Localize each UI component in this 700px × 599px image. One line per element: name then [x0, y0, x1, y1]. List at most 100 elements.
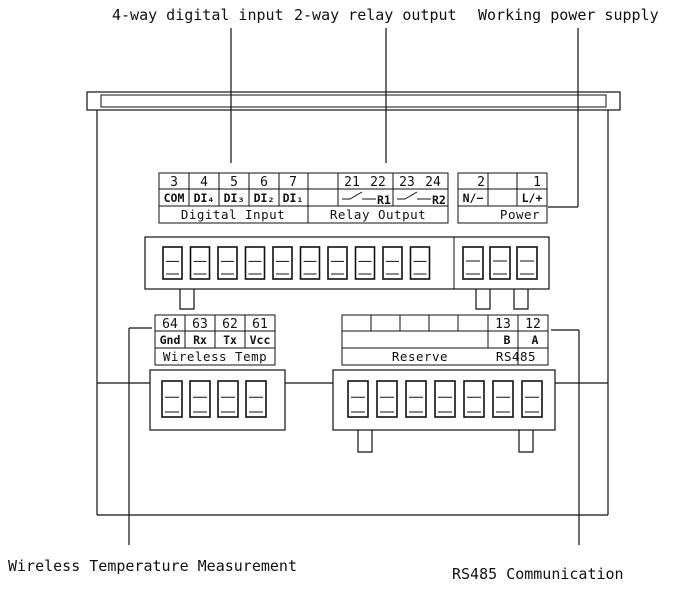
terminal-slot-detail — [386, 260, 399, 275]
wireless-terminal-number: 61 — [252, 317, 268, 332]
di-terminal-label: DI₃ — [224, 191, 245, 205]
terminal-slot-detail — [466, 260, 480, 275]
terminal-slot-detail — [165, 396, 179, 413]
di-terminal-number: 3 — [170, 175, 178, 190]
device-housing — [86, 91, 621, 516]
terminal-slot-detail — [193, 396, 207, 413]
relay-r2-label: R2 — [432, 193, 446, 207]
wireless-terminal-label: Gnd — [160, 333, 181, 347]
callout-relay-output: 2-way relay output — [294, 6, 457, 24]
terminal-slot-detail — [493, 260, 507, 275]
power-terminal-number: 1 — [533, 175, 541, 190]
di-terminal-label: COM — [164, 191, 185, 205]
rs485-terminal-number: 13 — [495, 317, 511, 332]
terminal-slot — [376, 380, 398, 418]
di-terminal-label: DI₄ — [194, 191, 215, 205]
terminal-slot-detail — [221, 396, 235, 413]
rs485-terminal-number: 12 — [525, 317, 541, 332]
terminal-slot — [405, 380, 427, 418]
terminal-slot-detail — [248, 260, 262, 275]
relay-terminal-number: 21 — [344, 175, 360, 190]
terminal-slot-detail — [303, 260, 317, 275]
power-group-label: Power — [500, 207, 540, 222]
di-terminal-label: DI₁ — [283, 191, 304, 205]
di-terminal-number: 7 — [289, 175, 297, 190]
leader-lines — [128, 28, 580, 545]
terminal-slot — [272, 246, 293, 280]
relay-r1-label: R1 — [377, 193, 391, 207]
reserve-label: Reserve — [392, 349, 448, 364]
terminal-slot-detail — [525, 396, 539, 413]
terminal-slot — [327, 246, 348, 280]
power-terminal-label: L/+ — [522, 191, 543, 205]
terminal-slot-detail — [276, 260, 289, 275]
rs485-terminal-label: B — [504, 333, 511, 347]
terminal-slot — [521, 380, 543, 418]
terminal-slot-detail — [351, 396, 365, 413]
rs485-group-label: RS485 — [496, 349, 536, 364]
wireless-terminal-connector — [149, 369, 286, 431]
di-terminal-number: 6 — [260, 175, 268, 190]
terminal-slot — [516, 246, 538, 280]
terminal-slot-detail — [520, 260, 534, 275]
terminal-slot-detail — [409, 396, 423, 413]
wireless-group-label: Wireless Temp — [163, 349, 267, 364]
terminal-slot — [244, 246, 266, 280]
callout-digital-input: 4-way digital input — [112, 6, 284, 24]
di-terminal-number: 4 — [200, 175, 208, 190]
terminal-slot — [189, 380, 211, 418]
wireless-terminal-label: Tx — [223, 333, 237, 347]
callout-power-supply: Working power supply — [478, 6, 659, 24]
wireless-temp-block: 64 63 62 61 Gnd Rx Tx Vcc Wireless Temp — [154, 314, 276, 366]
terminal-slot-detail — [413, 260, 427, 275]
upper-terminal-connector — [144, 236, 550, 310]
terminal-slot — [162, 246, 183, 280]
di-terminal-number: 5 — [230, 175, 238, 190]
power-terminal-number: 2 — [477, 175, 485, 190]
terminal-slot-detail — [467, 396, 481, 413]
terminal-slot — [217, 246, 238, 280]
di-terminal-label: DI₂ — [254, 191, 275, 205]
terminal-slot — [463, 380, 485, 418]
terminal-slot — [189, 246, 211, 280]
wireless-terminal-number: 63 — [192, 317, 208, 332]
terminal-slot — [434, 380, 456, 418]
relay-terminal-number: 23 — [399, 175, 415, 190]
power-block: 2 1 N/− L/+ Power — [457, 172, 548, 224]
terminal-slot-detail — [249, 396, 263, 413]
callout-rs485: RS485 Communication — [452, 565, 624, 583]
terminal-slot-detail — [193, 260, 207, 275]
terminal-slot — [354, 246, 376, 280]
di-group-label: Digital Input — [181, 207, 285, 222]
power-terminal-label: N/− — [463, 191, 484, 205]
wireless-terminal-label: Vcc — [250, 333, 271, 347]
wireless-terminal-number: 62 — [222, 317, 238, 332]
relay-contact-r1-icon — [342, 191, 376, 200]
terminal-slot-detail — [496, 396, 510, 413]
terminal-slot-detail — [380, 396, 394, 413]
terminal-slot-detail — [438, 396, 452, 413]
wireless-terminal-label: Rx — [193, 333, 207, 347]
relay-group-label: Relay Output — [330, 207, 426, 222]
terminal-slot — [492, 380, 514, 418]
relay-terminal-number: 24 — [425, 175, 441, 190]
relay-output-block: 21 22 23 24 R1 R2 Relay Output — [307, 172, 449, 224]
terminal-slot-detail — [331, 260, 344, 275]
terminal-slot — [462, 246, 484, 280]
terminal-slot-detail — [221, 260, 234, 275]
callout-wireless-temp: Wireless Temperature Measurement — [8, 557, 297, 575]
terminal-slot — [489, 246, 511, 280]
terminal-slot — [299, 246, 321, 280]
digital-input-block: 3 4 5 6 7 COM DI₄ DI₃ DI₂ DI₁ Digital In… — [158, 172, 309, 224]
wireless-terminal-number: 64 — [162, 317, 178, 332]
relay-contact-r2-icon — [397, 191, 431, 200]
rs485-terminal-connector — [332, 369, 556, 453]
rs485-block: 13 12 B A Reserve RS485 — [341, 314, 549, 366]
terminal-slot — [382, 246, 403, 280]
terminal-slot — [245, 380, 267, 418]
relay-terminal-number: 22 — [370, 175, 386, 190]
terminal-slot-detail — [358, 260, 372, 275]
terminal-slot — [161, 380, 183, 418]
rs485-terminal-label: A — [532, 333, 539, 347]
